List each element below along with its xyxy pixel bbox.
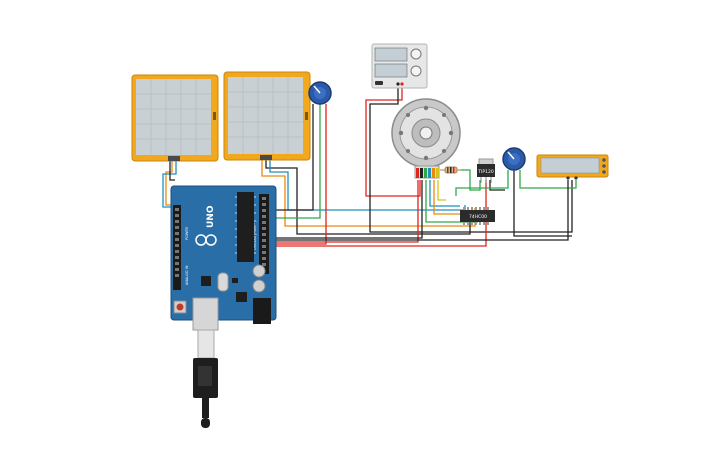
wire-motor-orange[interactable] xyxy=(433,180,470,215)
capacitor-2 xyxy=(252,279,266,293)
psu-voltage-knob[interactable] xyxy=(410,48,422,60)
wire-motor-black[interactable] xyxy=(276,180,423,239)
arduino-logo xyxy=(195,234,217,246)
dc-motor-encoder[interactable] xyxy=(391,98,461,179)
transistor-tip120[interactable]: TIP120 xyxy=(477,158,495,183)
wire-scope1-black[interactable] xyxy=(169,160,175,181)
oscilloscope-left[interactable] xyxy=(131,74,219,162)
crystal-oscillator xyxy=(217,272,229,292)
potentiometer-1-indicator xyxy=(313,85,321,94)
wire-lcd-black[interactable] xyxy=(276,180,569,241)
reset-button-cap[interactable] xyxy=(176,303,184,311)
wire-transistor-black[interactable] xyxy=(489,180,505,191)
usb-plug-grip xyxy=(198,366,212,386)
ic-pins-top xyxy=(463,207,489,210)
wire-pot2-black[interactable] xyxy=(513,170,572,237)
usb-cable[interactable] xyxy=(193,329,218,428)
wire-motor-red[interactable] xyxy=(276,180,419,243)
oscilloscope-right[interactable] xyxy=(223,71,311,161)
wire-psu-black[interactable] xyxy=(369,86,573,233)
oscilloscope-left-connector xyxy=(168,156,180,161)
oscilloscope-right-tab xyxy=(305,112,308,120)
oscilloscope-right-grid xyxy=(228,77,303,154)
oscilloscope-left-tab xyxy=(213,112,216,120)
power-jack[interactable] xyxy=(253,298,271,324)
psu-positive-terminal[interactable] xyxy=(400,82,404,86)
regulator-small xyxy=(232,278,238,283)
ic-chip[interactable]: 74HC00 xyxy=(460,207,495,225)
lcd-display[interactable] xyxy=(536,154,609,180)
usb-port[interactable] xyxy=(192,297,219,331)
ic-pins-bottom xyxy=(463,222,489,225)
dc-power-supply[interactable] xyxy=(371,43,428,89)
potentiometer-2[interactable] xyxy=(502,147,526,171)
power-analog-header-pins xyxy=(175,208,179,277)
wire-transistor-red[interactable] xyxy=(276,180,487,247)
wire-lcd-green[interactable] xyxy=(519,170,577,189)
psu-current-knob[interactable] xyxy=(410,65,422,77)
oscilloscope-right-connector xyxy=(260,155,272,160)
arduino-digital-label: DIGITAL (PWM~) xyxy=(253,220,257,250)
voltage-regulator xyxy=(236,292,247,302)
wire-motor-yellow[interactable] xyxy=(437,180,446,201)
psu-negative-terminal[interactable] xyxy=(396,82,400,86)
arduino-power-label: POWER xyxy=(185,226,189,240)
potentiometer-2-indicator xyxy=(507,151,515,160)
psu-switch[interactable] xyxy=(375,81,383,85)
wire-pot1-red[interactable] xyxy=(276,104,327,245)
wire-psu-red[interactable] xyxy=(365,86,421,197)
wire-pot2-green[interactable] xyxy=(455,170,509,196)
wire-scope1-orange[interactable] xyxy=(165,160,176,206)
psu-voltage-display xyxy=(374,47,408,62)
wire-resistor-green[interactable] xyxy=(460,169,481,191)
transistor-label: TIP120 xyxy=(477,169,494,175)
wire-pot1-black[interactable] xyxy=(276,104,314,211)
potentiometer-1[interactable] xyxy=(308,81,332,105)
atmega-chip-pins xyxy=(235,196,256,254)
ic-label: 74HC00 xyxy=(469,214,487,220)
wire-motor-blue[interactable] xyxy=(429,180,460,207)
wire-pot1-green[interactable] xyxy=(276,104,321,219)
arduino-model-label: UNO xyxy=(206,205,216,228)
psu-current-display xyxy=(374,63,408,78)
motor-screws xyxy=(398,105,454,161)
arduino-analog-label: ANALOG IN xyxy=(185,265,189,285)
capacitor-1 xyxy=(252,264,266,278)
wire-scope1-blue[interactable] xyxy=(162,160,177,208)
power-analog-header xyxy=(173,205,181,290)
motor-pins xyxy=(416,168,439,178)
arduino-uno-board[interactable]: UNO DIGITAL (PWM~) ANALOG IN POWER xyxy=(170,185,277,331)
digital-header-pins xyxy=(262,197,266,266)
resistor[interactable] xyxy=(440,166,462,174)
lcd-screen xyxy=(540,157,600,174)
atmega-chip xyxy=(237,192,254,262)
oscilloscope-left-grid xyxy=(136,79,211,155)
usb-chip xyxy=(201,276,211,286)
